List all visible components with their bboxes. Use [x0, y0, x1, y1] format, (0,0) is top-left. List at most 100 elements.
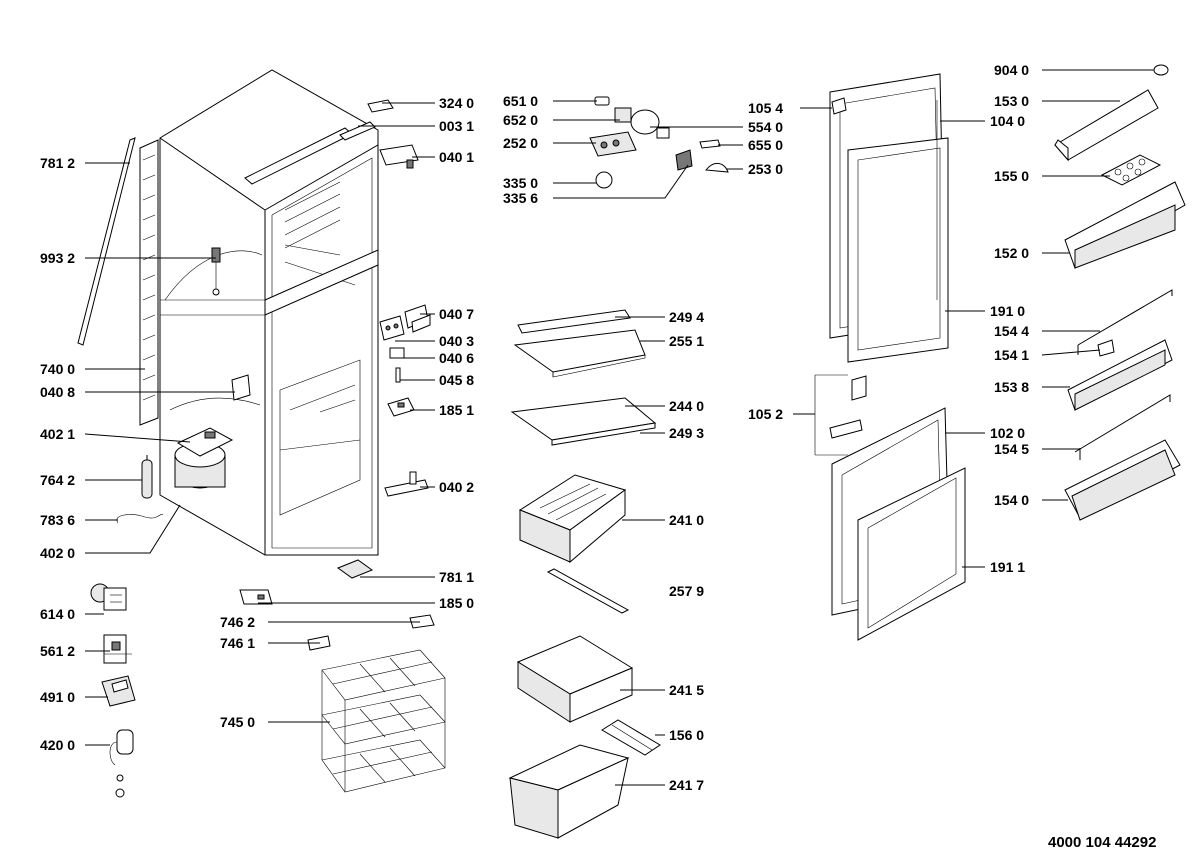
hinge-040-3	[379, 315, 405, 341]
label-154-4: 154 4	[994, 323, 1029, 339]
label-402-0: 402 0	[40, 545, 75, 561]
protector-561	[103, 634, 132, 664]
label-781-1: 781 1	[439, 569, 474, 585]
label-402-1: 402 1	[40, 426, 75, 442]
label-993-2: 993 2	[40, 250, 75, 266]
label-764-2: 764 2	[40, 472, 75, 488]
lamp-assembly	[589, 96, 729, 189]
upper-door	[829, 73, 949, 363]
label-153-0: 153 0	[994, 93, 1029, 109]
crisper-241-0	[518, 474, 627, 564]
label-745-0: 745 0	[220, 714, 255, 730]
support-746-2	[409, 614, 435, 629]
capacitor-764	[141, 455, 153, 499]
capacitor-420	[109, 729, 134, 798]
shelf-152	[1064, 181, 1186, 269]
hinge-105-2	[829, 375, 867, 439]
label-154-1: 154 1	[994, 347, 1029, 363]
label-420-0: 420 0	[40, 737, 75, 753]
bracket-040-8	[231, 374, 251, 401]
document-number: 4000 104 44292	[1048, 834, 1156, 851]
label-241-5: 241 5	[669, 682, 704, 698]
label-244-0: 244 0	[669, 398, 704, 414]
glass-shelf-upper	[513, 309, 646, 378]
label-252-0: 252 0	[503, 135, 538, 151]
thermostat-993	[211, 247, 221, 296]
compressor	[174, 427, 234, 489]
hinge-040-2	[384, 471, 429, 497]
hinge-040-1	[379, 144, 419, 169]
cap-904	[1153, 64, 1169, 76]
label-155-0: 155 0	[994, 168, 1029, 184]
label-491-0: 491 0	[40, 689, 75, 705]
clip-154-1	[1097, 339, 1115, 357]
label-257-9: 257 9	[669, 583, 704, 599]
lower-door	[831, 407, 966, 641]
label-156-0: 156 0	[669, 727, 704, 743]
clip-185-0	[239, 589, 273, 605]
label-104-0: 104 0	[990, 113, 1025, 129]
wire-baskets-745	[321, 649, 446, 793]
label-102-0: 102 0	[990, 425, 1025, 441]
egg-tray-155	[1100, 154, 1162, 186]
crisper-241-7	[508, 744, 630, 839]
label-003-1: 003 1	[439, 118, 474, 134]
label-040-6: 040 6	[439, 350, 474, 366]
crisper-241-5	[516, 635, 634, 723]
label-040-1: 040 1	[439, 149, 474, 165]
label-904-0: 904 0	[994, 62, 1029, 78]
label-241-0: 241 0	[669, 512, 704, 528]
label-152-0: 152 0	[994, 245, 1029, 261]
icetray-156	[601, 719, 661, 756]
label-249-4: 249 4	[669, 309, 704, 325]
shelf-154-0	[1064, 439, 1181, 521]
shelf-153-8	[1067, 339, 1173, 411]
label-154-5: 154 5	[994, 441, 1029, 457]
label-105-4: 105 4	[748, 100, 783, 116]
label-185-1: 185 1	[439, 402, 474, 418]
label-614-0: 614 0	[40, 606, 75, 622]
label-655-0: 655 0	[748, 137, 783, 153]
label-045-8: 045 8	[439, 372, 474, 388]
label-746-2: 746 2	[220, 614, 255, 630]
label-040-7: 040 7	[439, 306, 474, 322]
bracket-185-1	[387, 397, 415, 417]
label-105-2: 105 2	[748, 406, 783, 422]
label-040-3: 040 3	[439, 333, 474, 349]
label-746-1: 746 1	[220, 635, 255, 651]
label-191-1: 191 1	[990, 559, 1025, 575]
pin-045-8	[395, 367, 401, 383]
part-labels: 324 0 003 1 040 1 781 2 993 2 040 7 040 …	[40, 62, 1156, 851]
back-panel	[139, 139, 159, 426]
cover-491	[101, 675, 136, 707]
label-255-1: 255 1	[669, 333, 704, 349]
cable-783	[116, 514, 164, 524]
label-324-0: 324 0	[439, 95, 474, 111]
label-651-0: 651 0	[503, 93, 538, 109]
rail-154-4	[1077, 289, 1173, 355]
label-191-0: 191 0	[990, 303, 1025, 319]
label-040-8: 040 8	[40, 384, 75, 400]
label-153-8: 153 8	[994, 379, 1029, 395]
rail-154-5	[1074, 394, 1171, 460]
label-185-0: 185 0	[439, 595, 474, 611]
leader-lines	[84, 69, 1154, 786]
label-783-6: 783 6	[40, 512, 75, 528]
label-652-0: 652 0	[503, 112, 538, 128]
label-561-2: 561 2	[40, 643, 75, 659]
label-554-0: 554 0	[748, 119, 783, 135]
cover-257-9	[546, 568, 630, 614]
label-253-0: 253 0	[748, 161, 783, 177]
label-740-0: 740 0	[40, 361, 75, 377]
glass-shelf-lower	[510, 397, 657, 446]
label-335-0: 335 0	[503, 175, 538, 191]
part-040-6	[389, 347, 405, 359]
label-249-3: 249 3	[669, 425, 704, 441]
label-781-2: 781 2	[40, 155, 75, 171]
label-040-2: 040 2	[439, 479, 474, 495]
drain-rod	[77, 137, 136, 346]
lid-153-0	[1054, 89, 1159, 162]
clip-781-1	[336, 559, 374, 579]
bracket-324	[367, 99, 394, 113]
